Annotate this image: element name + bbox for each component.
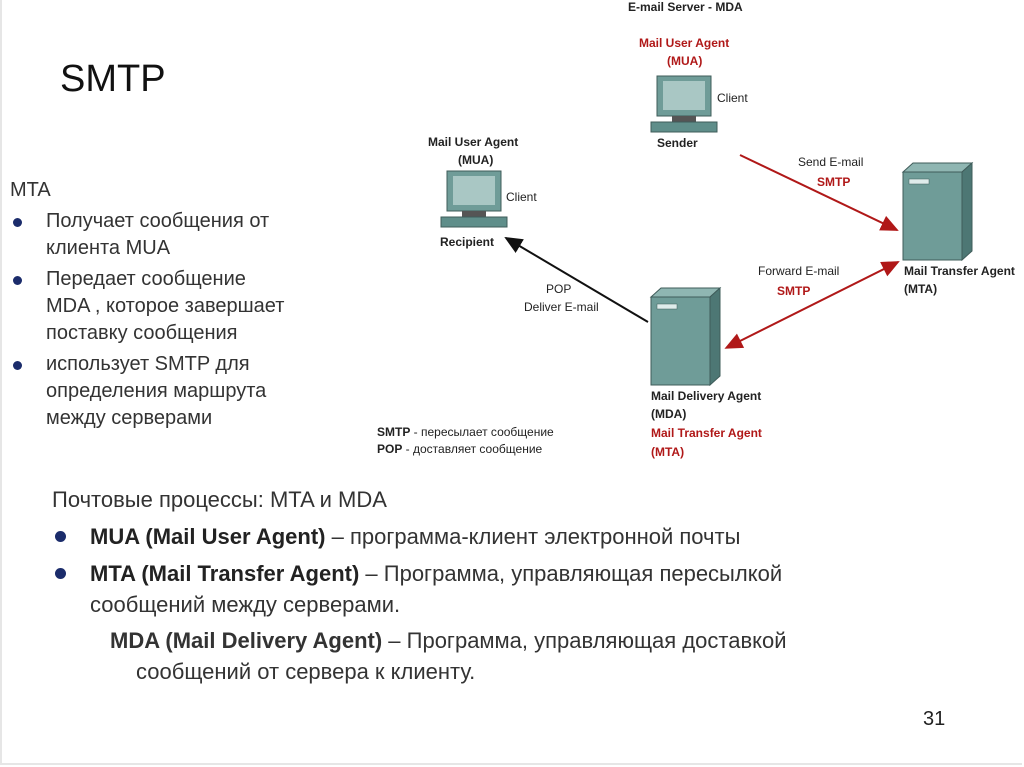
- recipient-computer-icon: [440, 170, 508, 228]
- send-label: Send E-mail: [798, 155, 863, 169]
- mta-server-icon: [901, 161, 974, 262]
- recipient-agent-label: Mail User Agent: [428, 135, 518, 149]
- bullet-text: поставку сообщения: [46, 322, 238, 344]
- forward-arrow: [724, 261, 900, 349]
- recipient-role-label: Recipient: [440, 235, 494, 249]
- forward-label: Forward E-mail: [758, 264, 839, 278]
- bullet-text: Получает сообщения от: [46, 210, 270, 232]
- left-item: Получает сообщения от клиента MUA: [10, 208, 350, 262]
- term-bold: MTA (Mail Transfer Agent): [90, 561, 360, 586]
- left-item: Передает сообщение MDA , которое заверша…: [10, 266, 350, 347]
- term-desc: сообщений от сервера к клиенту.: [136, 659, 476, 684]
- sender-computer-icon: [650, 75, 718, 133]
- mta-server-name: Mail Transfer Agent: [904, 264, 1015, 278]
- sender-role-label: Sender: [657, 136, 698, 150]
- bottom-item: MTA (Mail Transfer Agent) – Программа, у…: [52, 558, 952, 620]
- slide-title: SMTP: [60, 58, 166, 100]
- forward-proto-label: SMTP: [777, 284, 810, 298]
- bullet-text: определения маршрута: [46, 380, 267, 402]
- legend-smtp: SMTP - пересылает сообщение: [377, 425, 554, 439]
- mda-server-name2: Mail Transfer Agent: [651, 426, 762, 440]
- server-title: E-mail Server - MDA: [628, 0, 743, 14]
- send-arrow: [739, 154, 899, 231]
- deliver-label: Deliver E-mail: [524, 300, 599, 314]
- deliver-proto-label: POP: [546, 282, 571, 296]
- term-desc: – Программа, управляющая доставкой: [382, 628, 787, 653]
- bullet-text: между серверами: [46, 407, 213, 429]
- recipient-client-label: Client: [506, 190, 537, 204]
- sender-abbr-label: (MUA): [667, 54, 702, 68]
- bottom-item: MUA (Mail User Agent) – программа-клиент…: [52, 521, 952, 552]
- page-number: 31: [923, 708, 946, 730]
- mda-server-abbr2: (MTA): [651, 445, 684, 459]
- bottom-block: Почтовые процессы: MTA и MDA MUA (Mail U…: [52, 485, 952, 626]
- mda-definition: MDA (Mail Delivery Agent) – Программа, у…: [110, 625, 940, 687]
- bottom-list: MUA (Mail User Agent) – программа-клиент…: [52, 521, 952, 620]
- mda-server-name: Mail Delivery Agent: [651, 389, 761, 403]
- bullet-text: Передает сообщение: [46, 268, 246, 290]
- bullet-text: клиента MUA: [46, 237, 171, 259]
- deliver-arrow: [504, 236, 649, 323]
- term-desc: – программа-клиент электронной почты: [325, 524, 741, 549]
- recipient-abbr-label: (MUA): [458, 153, 493, 167]
- bullet-dot-icon: [13, 218, 22, 227]
- left-heading: MTA: [10, 179, 51, 201]
- bullet-text: использует SMTP для: [46, 353, 250, 375]
- sender-agent-label: Mail User Agent: [639, 36, 729, 50]
- sender-client-label: Client: [717, 91, 748, 105]
- left-bullets: MTA Получает сообщения от клиента MUA Пе…: [10, 177, 350, 436]
- term-desc: – Программа, управляющая пересылкой: [359, 561, 783, 586]
- bullet-dot-icon: [13, 276, 22, 285]
- term-bold: MUA (Mail User Agent): [90, 524, 326, 549]
- bottom-heading: Почтовые процессы: MTA и MDA: [52, 487, 387, 512]
- mda-server-icon: [649, 286, 722, 387]
- term-bold: MDA (Mail Delivery Agent): [110, 628, 383, 653]
- mda-server-abbr: (MDA): [651, 407, 686, 421]
- send-proto-label: SMTP: [817, 175, 850, 189]
- left-item: использует SMTP для определения маршрута…: [10, 351, 350, 432]
- term-desc: сообщений между серверами.: [90, 592, 401, 617]
- bullet-text: MDA , которое завершает: [46, 295, 285, 317]
- mta-server-abbr: (MTA): [904, 282, 937, 296]
- bullet-dot-icon: [13, 361, 22, 370]
- legend-pop: POP - доставляет сообщение: [377, 442, 543, 456]
- left-list: Получает сообщения от клиента MUA Переда…: [10, 208, 350, 432]
- bullet-dot-icon: [55, 568, 66, 579]
- bullet-dot-icon: [55, 531, 66, 542]
